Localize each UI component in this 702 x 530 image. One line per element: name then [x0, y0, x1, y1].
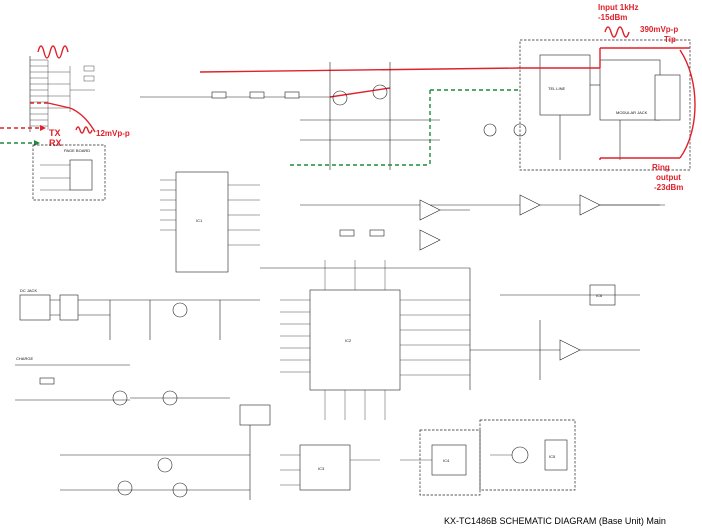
modular-jack-label: MODULAR JACK	[616, 110, 648, 115]
input-mv-label: 390mVp-p	[640, 25, 678, 34]
output-label: output	[656, 173, 681, 182]
ic4-block	[400, 429, 481, 496]
ic3-block	[280, 444, 380, 491]
ic5-block	[479, 419, 576, 491]
tx-mv-label: 12mVp-p	[96, 129, 130, 138]
input-sine	[604, 26, 630, 38]
ic6-label: IC6	[596, 293, 603, 298]
ic4-label: IC4	[443, 458, 450, 463]
input-level-label: -15dBm	[598, 13, 627, 22]
green-rx-path	[290, 89, 520, 166]
tx-sine-wave	[37, 45, 69, 59]
ic3-label: IC3	[318, 466, 325, 471]
page-board-label: PAGE BOARD	[64, 148, 90, 153]
tel-line-label: TEL LINE	[548, 86, 566, 91]
rx-signal-trace	[30, 102, 96, 133]
dc-jack-label: DC JACK	[20, 288, 37, 293]
ic1-label: IC1	[196, 218, 203, 223]
tx-label: TX	[49, 128, 61, 138]
tip-label: Tip	[664, 35, 676, 44]
dc-jack-section	[19, 294, 260, 340]
lower-transistors	[60, 404, 271, 500]
rx-label: RX	[49, 138, 62, 148]
ic2-label: IC2	[345, 338, 352, 343]
ic1-block	[160, 171, 260, 273]
top-tx-path	[140, 62, 527, 170]
right-audio-section	[470, 284, 640, 380]
tx-rx-arrows	[0, 125, 93, 146]
main-controller-ic	[260, 260, 471, 420]
charge-section	[15, 364, 230, 406]
input-freq-label: Input 1kHz	[598, 3, 638, 12]
page-board-block	[32, 144, 106, 201]
opamp-section	[300, 194, 665, 251]
output-level-label: -23dBm	[654, 183, 683, 192]
line-interface-block	[519, 39, 696, 171]
ic5-label: IC5	[549, 454, 556, 459]
diagram-title: KX-TC1486B SCHEMATIC DIAGRAM (Base Unit)…	[444, 516, 666, 526]
connector-block-left	[29, 56, 95, 132]
charge-label: CHARGE	[16, 356, 33, 361]
ring-label: Ring	[652, 163, 670, 172]
